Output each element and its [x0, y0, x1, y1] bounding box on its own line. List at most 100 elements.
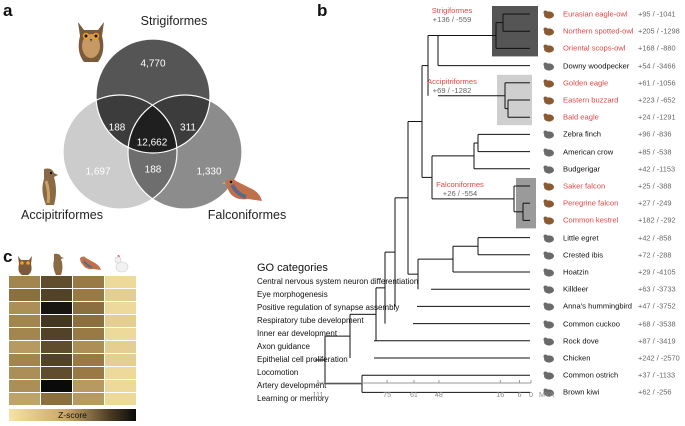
hawk-illustration [34, 165, 64, 207]
clade-gene-change: +136 / -559 [432, 15, 472, 25]
time-axis-tick-label: 16 [496, 390, 505, 399]
go-category-label: Central nervous system neuron differenti… [257, 277, 419, 286]
hoatzin-icon [542, 266, 556, 278]
woodpecker-icon [542, 60, 556, 72]
species-name: Common ostrich [563, 370, 619, 380]
species-gene-change: +29 / -4105 [638, 267, 676, 277]
ibis-icon [542, 249, 556, 261]
heatmap-cell [73, 341, 104, 353]
species-gene-change: +47 / -3752 [638, 301, 676, 311]
venn-label-falconiformes: Falconiformes [207, 208, 287, 222]
species-name: Killdeer [563, 284, 589, 294]
species-gene-change: +63 / -3733 [638, 284, 676, 294]
heatmap-cell [9, 341, 40, 353]
species-gene-change: +87 / -3419 [638, 336, 676, 346]
time-axis-tick-label: 61 [409, 390, 418, 399]
species-gene-change: +24 / -1291 [638, 112, 676, 122]
species-gene-change: +182 / -292 [638, 215, 676, 225]
heatmap-cell [105, 328, 136, 340]
heatmap-cell [105, 354, 136, 366]
species-gene-change: +96 / -836 [638, 129, 672, 139]
species-name: Saker falcon [563, 181, 606, 191]
clade-gene-change: +26 / -554 [442, 189, 478, 199]
heatmap-cell [41, 380, 72, 392]
species-gene-change: +205 / -1298 [638, 26, 680, 36]
clade-name: Strigiformes [431, 6, 473, 15]
killdeer-icon [542, 283, 556, 295]
heatmap-cell [73, 367, 104, 379]
go-column-icons [10, 250, 135, 276]
species-name: American crow [563, 147, 614, 157]
heatmap-cell [41, 328, 72, 340]
heatmap-cell [73, 302, 104, 314]
species-gene-change: +85 / -538 [638, 147, 672, 157]
kiwi-icon [542, 386, 556, 398]
heatmap-cell [73, 289, 104, 301]
venn-count-strigiformes-only: 4,770 [140, 58, 166, 70]
heatmap-cell [73, 380, 104, 392]
species-name: Chicken [563, 353, 591, 363]
time-axis-tick-label: 6 [517, 390, 522, 399]
clade-label: Accipitriformes+69 / -1282 [427, 77, 477, 96]
venn-count-strig-accip: 188 [108, 122, 126, 134]
finch-icon [542, 128, 556, 140]
species-name: Zebra finch [563, 129, 601, 139]
go-category-label: Eye morphogenesis [257, 290, 328, 299]
species-gene-change: +37 / -1133 [638, 370, 676, 380]
species-gene-change: +54 / -3466 [638, 61, 676, 71]
eagle-icon [542, 77, 556, 89]
panel-label-a: a [3, 1, 13, 20]
zscore-colorbar [9, 409, 136, 421]
heatmap-cell [105, 302, 136, 314]
heatmap-cell [41, 354, 72, 366]
heatmap-cell [73, 354, 104, 366]
hummingbird-icon [542, 300, 556, 312]
parrot-icon [542, 163, 556, 175]
species-gene-change: +62 / -256 [638, 387, 672, 397]
falcon-icon [78, 254, 102, 279]
heatmap-cell [73, 276, 104, 288]
panel-label-b: b [317, 1, 328, 20]
egret-icon [542, 232, 556, 244]
time-axis-tick-label: 48 [434, 390, 443, 399]
owl-icon [542, 42, 556, 54]
owl-icon [542, 8, 556, 20]
go-categories-title: GO categories [257, 262, 328, 274]
heatmap-cell [9, 393, 40, 405]
species-name: Golden eagle [563, 78, 609, 88]
species-gene-change: +42 / -858 [638, 233, 672, 243]
heatmap-cell [105, 393, 136, 405]
heatmap-cell [41, 315, 72, 327]
heatmap-cell [73, 315, 104, 327]
heatmap-cell [105, 315, 136, 327]
species-name: Budgerigar [563, 164, 601, 174]
species-gene-change: +68 / -3538 [638, 319, 676, 329]
species-name: Peregrine falcon [563, 198, 619, 208]
time-axis-tick-label: 0 [529, 390, 533, 399]
chicken-icon [112, 254, 130, 279]
species-gene-change: +95 / -1041 [638, 9, 676, 19]
heatmap-cell [9, 289, 40, 301]
time-axis-tick-label: 111 [312, 390, 324, 399]
heatmap-cell [105, 289, 136, 301]
species-name: Brown kiwi [563, 387, 600, 397]
go-category-label: Artery development [257, 381, 327, 390]
kestrel-icon [542, 214, 556, 226]
species-gene-change: +27 / -249 [638, 198, 672, 208]
heatmap-cell [73, 328, 104, 340]
falcon-icon [542, 180, 556, 192]
heatmap-cell [9, 328, 40, 340]
owl-icon [14, 252, 36, 281]
heatmap-cell [9, 380, 40, 392]
species-gene-change: +61 / -1056 [638, 78, 676, 88]
heatmap-cell [41, 276, 72, 288]
cuckoo-icon [542, 318, 556, 330]
dove-icon [542, 335, 556, 347]
hawk-icon [48, 252, 68, 281]
go-category-label: Learning or memory [257, 394, 329, 403]
heatmap-cell [9, 367, 40, 379]
heatmap-cell [105, 276, 136, 288]
species-name: Bald eagle [563, 112, 599, 122]
owl-illustration [68, 12, 114, 64]
heatmap-cell [41, 367, 72, 379]
